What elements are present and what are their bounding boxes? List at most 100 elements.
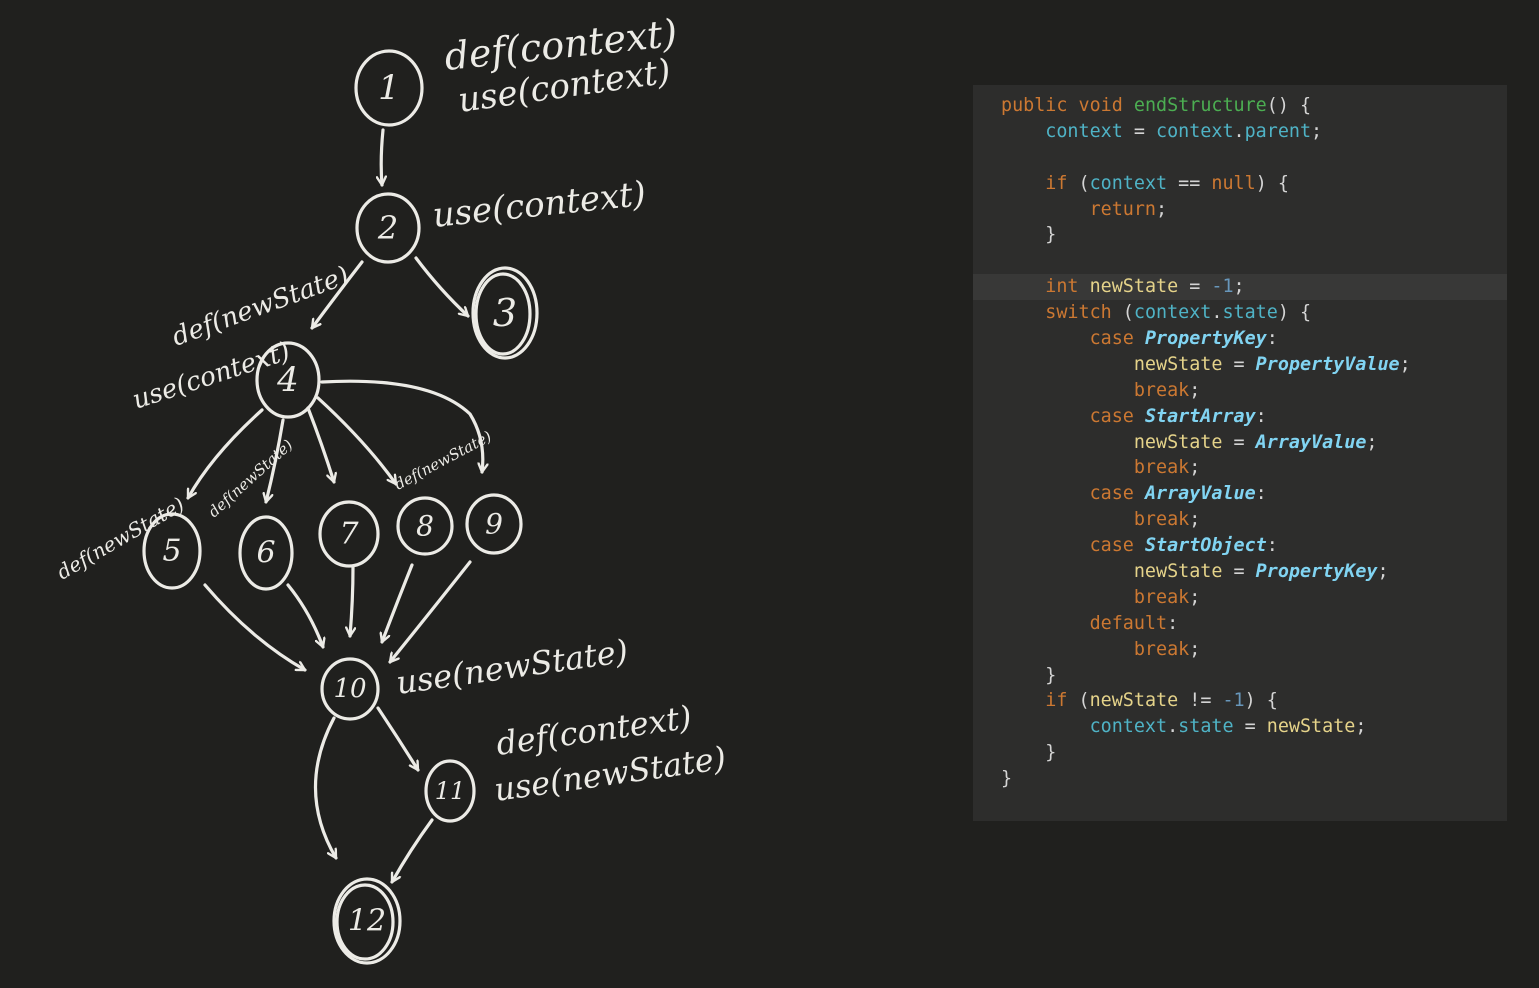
node-circle [142,512,202,590]
node-8: 8 [396,496,454,556]
code-line: } [973,766,1507,792]
node-label: 6 [256,536,275,571]
code-token: StartObject [1144,535,1267,557]
code-line: public void endStructure() { [973,93,1507,119]
code-line: return; [973,197,1507,223]
node-10: 10 [320,657,380,721]
edge-2-4 [310,260,364,330]
node-circle [255,341,321,419]
node-9: 9 [465,493,523,555]
code-line [973,248,1507,274]
edge-2-3 [414,256,470,318]
edge-9-10 [388,560,472,664]
code-token: context [1156,120,1234,142]
code-line: default: [973,611,1507,637]
edge-6-10 [286,583,323,649]
code-line: if (context == null) { [973,171,1507,197]
edge-8-10 [382,563,414,644]
edge-10-11 [376,706,420,772]
code-token: endStructure [1133,95,1267,116]
code-line: int newState = -1; [973,274,1507,301]
annotation-n10-use: use(newState) [394,632,631,702]
node-circle [396,496,454,556]
code-token: . [1233,120,1245,142]
code-token: void [1078,95,1134,116]
code-token: break [1001,586,1190,608]
code-token: PropertyKey [1144,328,1267,350]
node-12: 12 [332,877,402,965]
code-token: == [1167,172,1212,194]
node-label: 1 [378,68,400,108]
node-label: 10 [333,674,366,704]
code-token: ; [1355,716,1367,738]
code-token: ; [1156,198,1168,220]
code-token: break [1001,457,1190,479]
code-token: = [1233,716,1267,738]
code-line: } [973,740,1507,766]
code-line: switch (context.state) { [973,300,1507,326]
node-circle [354,49,424,127]
code-line: newState = PropertyValue; [973,352,1507,378]
node-circle [238,515,294,591]
node-7: 7 [318,500,380,568]
code-token: : [1266,328,1278,350]
code-line: context.state = newState; [973,714,1507,740]
code-token: ( [1122,302,1134,324]
code-token: ) { [1277,302,1312,324]
code-token: case [1001,535,1145,557]
code-token: context [1001,120,1123,142]
code-token: ArrayValue [1255,431,1367,453]
node-5: 5 [142,512,202,590]
code-token: ; [1189,457,1201,479]
code-token: if [1001,690,1079,712]
code-token: state [1222,302,1278,324]
edge-10-12 [313,716,338,860]
code-token: newState [1001,353,1223,375]
code-token: public [1001,95,1079,116]
code-token: } [1001,664,1057,686]
annotation-e46-def: def(newState) [205,436,297,521]
edge-5-10 [203,583,307,672]
edge-4-6 [266,418,285,504]
code-token: ; [1189,586,1201,608]
code-token: context [1089,172,1168,194]
code-token: case [1001,405,1145,427]
node-4: 4 [255,341,321,419]
code-line: break; [973,378,1507,404]
code-token: ; [1189,638,1201,660]
node-circle [320,657,380,721]
code-token: } [1001,224,1057,246]
node-label: 7 [339,517,359,552]
code-token: != [1178,690,1223,712]
code-token: ) { [1255,172,1289,194]
edge-1-2 [381,128,383,187]
code-token: . [1211,302,1223,324]
code-token: int [1001,276,1090,298]
code-token: ; [1399,353,1411,375]
code-token: default [1001,612,1168,634]
code-token: -1 [1222,690,1245,712]
code-line: newState = PropertyKey; [973,559,1507,585]
edge-7-10 [350,565,353,638]
node-label: 8 [416,510,434,543]
annotation-n4-use: use(context) [129,337,294,416]
code-line: case StartArray: [973,404,1507,430]
code-line: if (newState != -1) { [973,688,1507,714]
node-circle [332,877,402,965]
node-label: 9 [485,508,503,541]
code-token: ; [1189,379,1201,401]
code-token: newState [1089,276,1179,298]
code-token: ; [1377,561,1389,583]
edge-4-8 [316,396,398,486]
code-token: } [1001,768,1013,790]
code-token: case [1001,328,1145,350]
code-token: = [1222,561,1256,583]
node-circle [465,493,523,555]
node-inner-circle [474,272,532,356]
graph-edges [186,128,483,884]
code-token: = [1178,276,1212,298]
code-token: ( [1078,690,1090,712]
code-token: newState [1266,716,1356,738]
